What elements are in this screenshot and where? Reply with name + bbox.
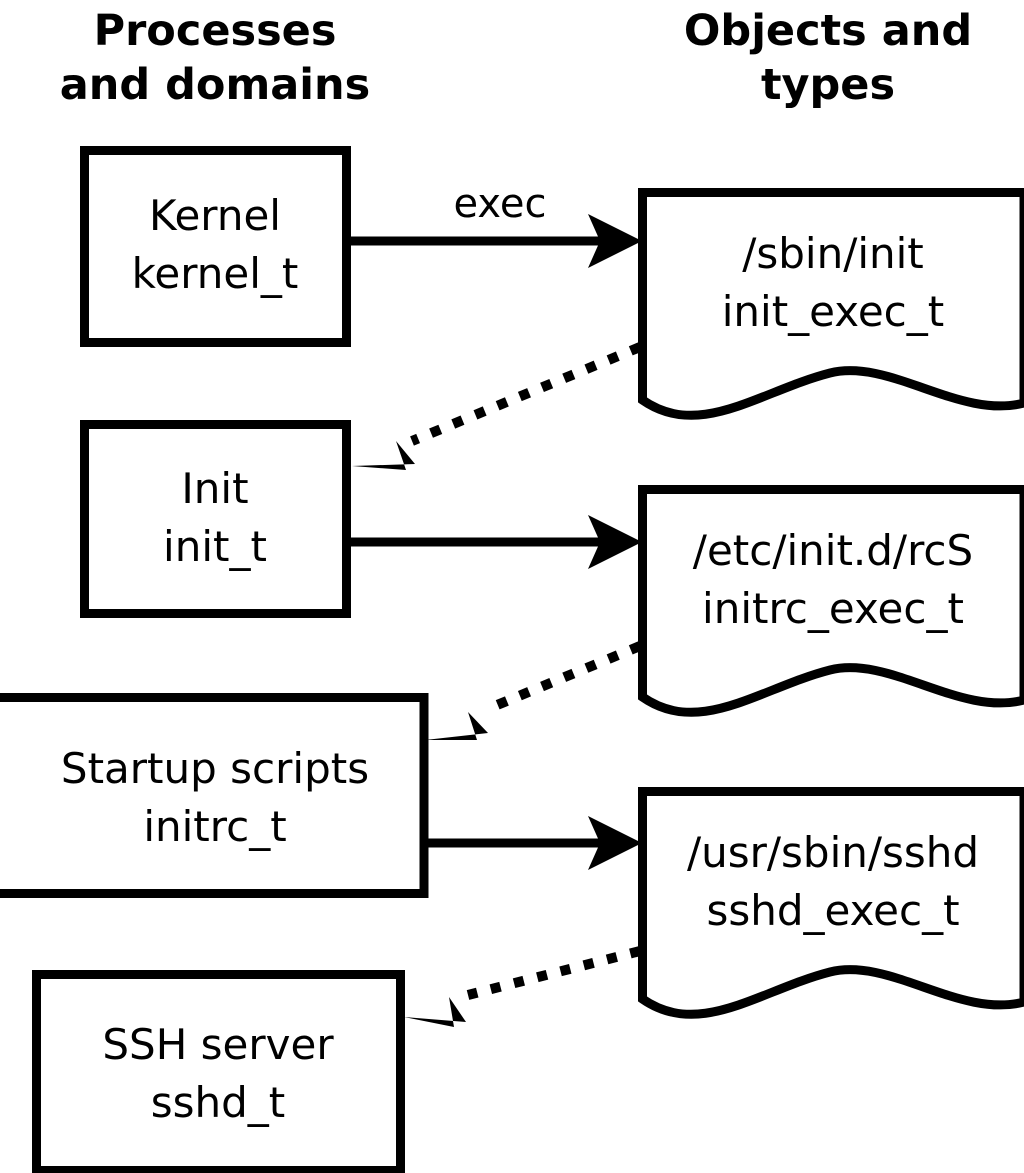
edge-kernel-exec-init-exec: exec [346,181,642,268]
node-initrc-exec-document-shape[interactable] [638,485,1024,717]
node-kernel-box[interactable] [80,146,351,347]
node-init[interactable]: Init init_t [80,420,351,618]
heading-objects-line2: types [761,60,895,110]
edge-sshd-exec-transition-sshd [404,946,642,1027]
edge-initrc-exec-transition-initrc [425,641,642,740]
node-initrc-exec[interactable]: /etc/init.d/rcS initrc_exec_t [638,485,1024,717]
heading-processes-line2: and domains [60,60,370,110]
node-startup-scripts-line1: Startup scripts [61,744,369,793]
edge-init-exec-transition-init [352,342,642,470]
column-heading-processes: Processes and domains [60,6,370,110]
edge-init-exec-transition-arrowhead [352,441,415,470]
heading-processes-line1: Processes [94,6,337,56]
edge-kernel-exec-arrowhead [588,214,642,268]
node-ssh-server[interactable]: SSH server sshd_t [32,970,405,1173]
edge-initrc-exec-arrowhead [588,816,642,870]
node-ssh-server-line2: sshd_t [151,1078,286,1127]
node-ssh-server-box[interactable] [32,970,405,1173]
heading-objects-line1: Objects and [684,6,972,56]
node-initrc-exec-line1: /etc/init.d/rcS [693,526,973,575]
node-startup-scripts-line2: initrc_t [143,802,286,851]
node-init-exec-line1: /sbin/init [742,229,924,278]
edge-init-exec-arrowhead [588,515,642,569]
node-sshd-exec-document-shape[interactable] [638,787,1024,1019]
column-heading-objects: Objects and types [684,6,972,110]
node-init-line1: Init [181,464,248,513]
node-sshd-exec-line2: sshd_exec_t [706,886,959,935]
node-init-exec-line2: init_exec_t [722,287,945,336]
node-initrc-exec-line2: initrc_exec_t [702,584,964,633]
node-sshd-exec[interactable]: /usr/sbin/sshd sshd_exec_t [638,787,1024,1019]
edge-initrc-exec-transition-line [483,641,642,715]
node-kernel-line2: kernel_t [132,249,299,298]
edge-initrc-exec-transition-arrowhead [425,712,488,740]
edge-sshd-exec-transition-line [466,946,642,1000]
edge-label-exec: exec [454,181,547,227]
edge-initrc-exec-sshd-exec [424,816,642,870]
node-kernel[interactable]: Kernel kernel_t [80,146,351,347]
node-init-exec[interactable]: /sbin/init init_exec_t [638,188,1024,420]
node-init-line2: init_t [163,522,267,571]
node-kernel-line1: Kernel [149,191,281,240]
edge-init-exec-initrc-exec [346,515,642,569]
node-startup-scripts[interactable]: Startup scripts initrc_t [0,693,429,898]
node-init-box[interactable] [80,420,351,618]
node-ssh-server-line1: SSH server [102,1020,334,1069]
node-startup-scripts-box[interactable] [0,693,429,898]
edge-sshd-exec-transition-arrowhead [404,997,466,1027]
node-init-exec-document-shape[interactable] [638,188,1024,420]
node-sshd-exec-line1: /usr/sbin/sshd [687,828,979,877]
edge-init-exec-transition-line [410,342,642,446]
